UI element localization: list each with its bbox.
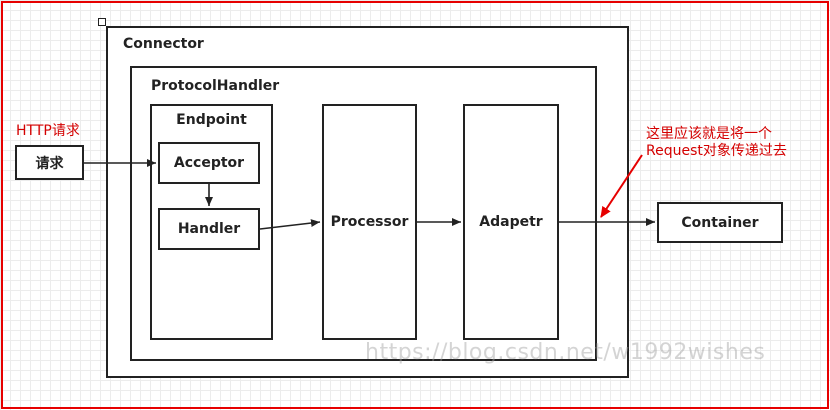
protocol-handler-label: ProtocolHandler xyxy=(151,78,280,94)
adapter-label: Adapetr xyxy=(479,214,543,230)
watermark: https://blog.csdn.net/w1992wishes xyxy=(365,340,766,365)
note-line-1: 这里应该就是将一个 xyxy=(646,126,772,142)
selection-handle xyxy=(98,18,106,26)
handler-label: Handler xyxy=(177,221,241,237)
note-line-2: Request对象传递过去 xyxy=(646,143,787,159)
acceptor-box: Acceptor xyxy=(158,142,260,184)
handler-box: Handler xyxy=(158,208,260,250)
endpoint-label: Endpoint xyxy=(176,112,247,128)
request-box: 请求 xyxy=(15,145,84,180)
processor-box: Processor xyxy=(322,104,417,340)
annotation-pointer-arrow xyxy=(600,154,643,218)
http-request-annotation: HTTP请求 xyxy=(16,123,80,139)
adapter-box: Adapetr xyxy=(463,104,559,340)
handler-to-processor-arrow xyxy=(259,219,321,230)
processor-label: Processor xyxy=(330,214,409,230)
acceptor-label: Acceptor xyxy=(173,155,245,171)
container-label: Container xyxy=(681,214,759,231)
connector-label: Connector xyxy=(123,36,204,52)
request-label: 请求 xyxy=(35,155,64,172)
container-box: Container xyxy=(657,202,783,243)
